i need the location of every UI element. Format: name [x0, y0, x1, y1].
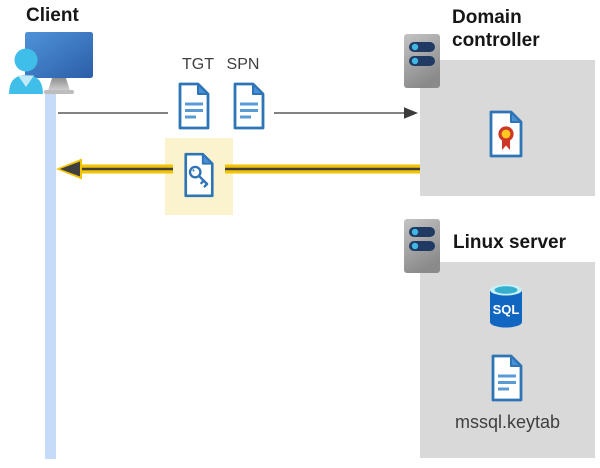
client-label: Client: [26, 5, 79, 26]
keytab-document-icon: [491, 354, 523, 402]
client-workstation-icon: [9, 32, 93, 94]
spn-document-icon: [233, 82, 264, 130]
sql-database-icon: SQL: [490, 284, 522, 328]
domain-controller-server-icon: [404, 34, 440, 88]
tgt-document-icon: [178, 82, 209, 130]
key-glyph: [188, 165, 209, 188]
key-ticket-wrap: [173, 145, 225, 205]
domain-controller-label: Domain controller: [452, 7, 540, 51]
spn-label: SPN: [226, 56, 260, 73]
monitor-icon: [25, 32, 93, 94]
sql-database-text: SQL: [493, 302, 520, 317]
ticket-return-arrow: [56, 158, 420, 180]
key-document-icon: [184, 152, 214, 198]
tgt-label: TGT: [182, 56, 214, 73]
certificate-icon: [489, 110, 523, 158]
ticket-tray: [168, 82, 274, 136]
linux-server-label: Linux server: [453, 232, 566, 253]
linux-server-icon: [404, 219, 440, 273]
client-timeline-bar: [45, 92, 56, 459]
user-icon: [9, 48, 43, 94]
keytab-file-label: mssql.keytab: [454, 412, 561, 432]
